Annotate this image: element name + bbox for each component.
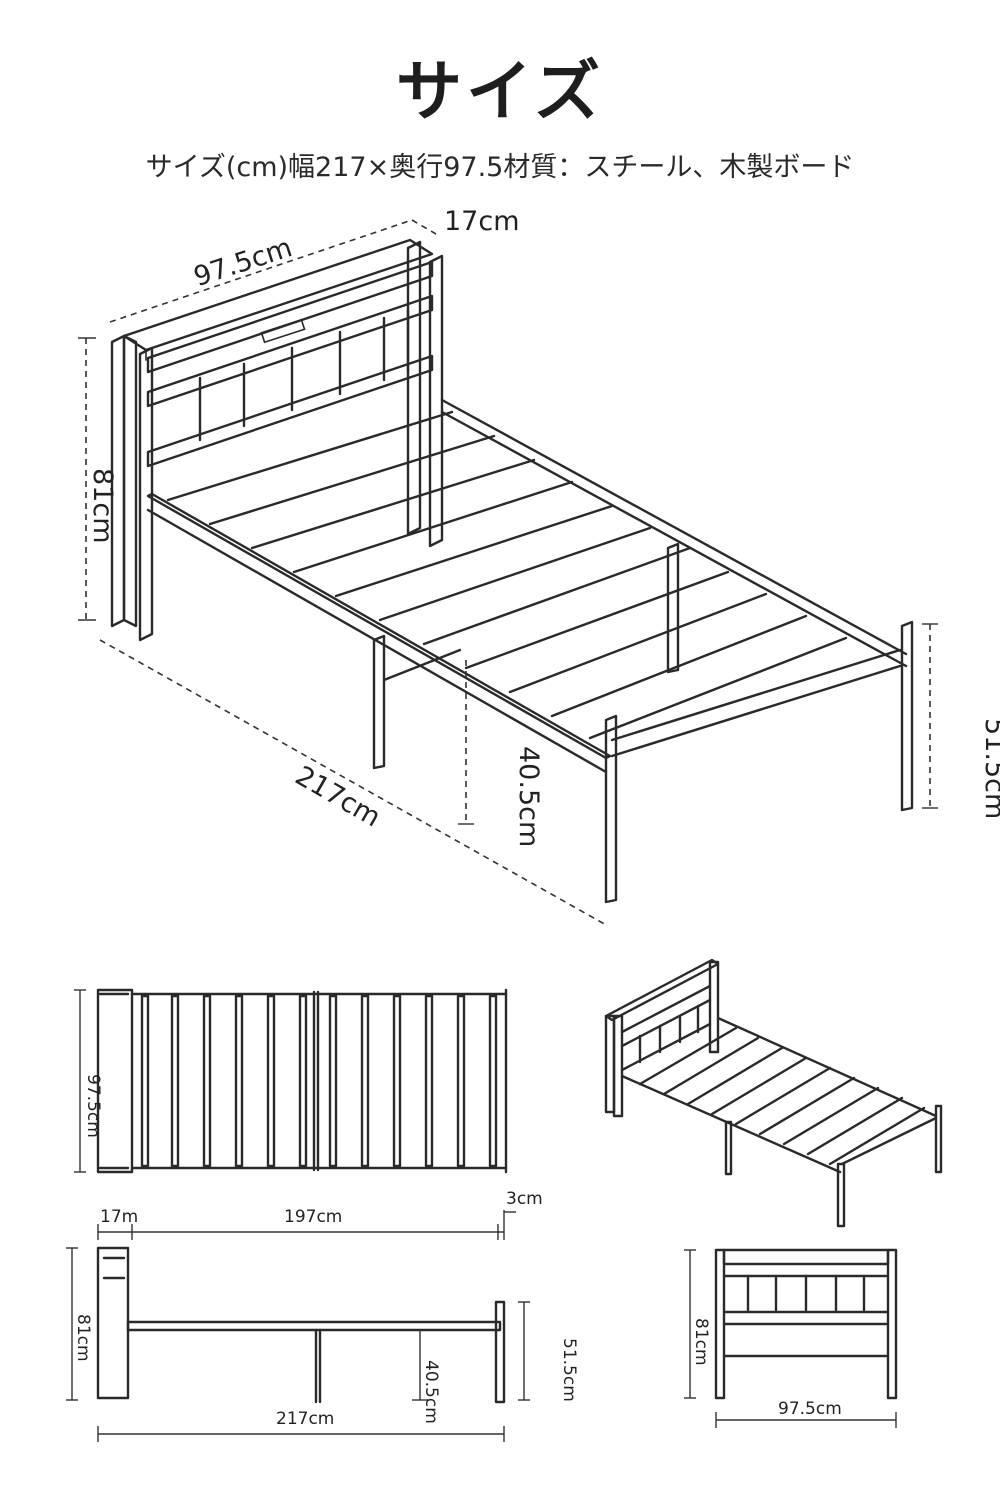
main-bed-drawing (110, 238, 914, 904)
front-height-label: 81cm (691, 1318, 711, 1366)
side-height-label: 81cm (73, 1314, 93, 1362)
headboard-height-label: 81cm (87, 468, 118, 544)
shelf-depth-label: 17cm (444, 206, 520, 237)
side-frame-length-label: 197cm (284, 1207, 342, 1227)
side-total-length-label: 217cm (276, 1409, 334, 1429)
perspective-thumbnail (604, 958, 943, 1228)
front-view-drawing (684, 1248, 898, 1428)
spec-subtitle: サイズ(cm)幅217×奥行97.5材質：スチール、木製ボード (145, 152, 855, 183)
page-title: サイズ (395, 53, 605, 130)
side-shelf-label: 17m (100, 1207, 138, 1227)
side-footboard-height-label: 51.5cm (559, 1338, 579, 1402)
front-width-label: 97.5cm (778, 1399, 842, 1419)
main-dimension-lines (78, 219, 938, 927)
footboard-height-label: 51.5cm (979, 718, 1000, 819)
length-label: 217cm (290, 760, 386, 833)
top-view-width-label: 97.5cm (83, 1074, 103, 1138)
side-end-gap-label: 3cm (506, 1189, 543, 1209)
top-view-drawing (74, 988, 508, 1174)
clearance-label: 40.5cm (513, 746, 544, 847)
side-view-drawing (66, 1210, 530, 1442)
side-clearance-label: 40.5cm (421, 1360, 441, 1424)
